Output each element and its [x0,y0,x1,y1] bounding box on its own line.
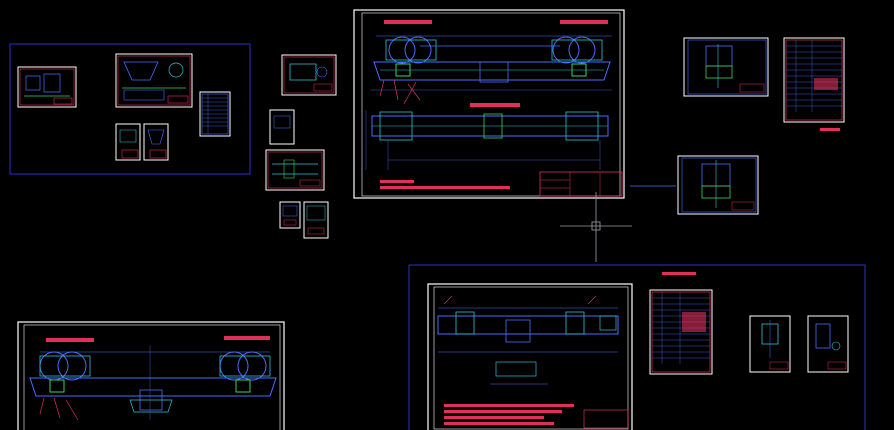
annotation-label [46,338,94,342]
crosshair-cursor [560,192,632,262]
thumb-sheet-5[interactable] [143,123,169,161]
detail-sheet-bottom-b[interactable] [807,315,849,373]
sheet-c-title-block [583,409,629,429]
sheet-c-assembly[interactable] [427,283,633,430]
sheet-a-frame [353,9,625,199]
sheet-b-frame [17,321,285,430]
annotation-note [380,186,510,189]
thumb-sheet-4[interactable] [115,123,141,161]
thumb-sheet-1[interactable] [17,66,77,108]
group-left-viewport[interactable] [9,43,251,175]
thumb-mid-small[interactable] [269,109,295,145]
annotation-note [444,404,574,407]
annotation-note [444,422,554,425]
sheet-a-assembly[interactable] [353,9,625,199]
thumb-mid-main[interactable] [265,149,325,191]
thumb-mid-top[interactable] [281,54,337,96]
thumb-mid-bottom-a[interactable] [279,201,301,229]
annotation-label [560,20,608,24]
sheet-b-assembly[interactable] [17,321,285,430]
spec-sheet-bottom[interactable] [649,289,713,375]
spec-sheet-top-right[interactable] [783,37,845,131]
annotation-label [224,336,270,340]
viewport-border-bottom-right [408,264,866,430]
annotation-label [470,103,520,107]
viewport-border-left [9,43,251,175]
thumb-sheet-2[interactable] [115,53,193,108]
annotation-label [662,272,696,275]
annotation-note [444,410,562,413]
detail-sheet-top-right[interactable] [683,37,769,97]
sheet-a-title-block [539,171,623,197]
group-bottom-right-viewport[interactable] [408,264,866,430]
annotation-note [380,180,414,183]
thumb-spec-list[interactable] [199,91,231,137]
annotation-note [444,416,544,419]
thumb-mid-bottom-b[interactable] [303,201,329,239]
annotation-label [384,20,432,24]
detail-sheet-bottom-a[interactable] [749,315,791,373]
detail-sheet-mid-right[interactable] [677,155,759,215]
